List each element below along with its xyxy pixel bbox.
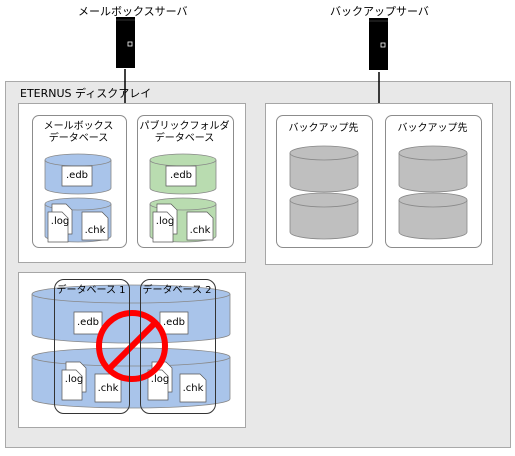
backup-server-icon: [369, 18, 388, 70]
document-icon: [47, 211, 69, 243]
db2-log-label: .log: [150, 374, 170, 385]
db2-edb-label: .edb: [162, 317, 186, 328]
db1-edb-label: .edb: [76, 317, 100, 328]
backup-target-label-1: バックアップ先: [288, 123, 359, 134]
mailbox-edb-label: .edb: [65, 170, 89, 181]
public-log-label: .log: [155, 216, 175, 227]
backup-server-label: バックアップサーバ: [330, 5, 429, 18]
document-icon: [81, 211, 109, 241]
database-1-frame: [54, 279, 130, 414]
public-edb-label: .edb: [169, 170, 193, 181]
public-db-title-line1: パブリックフォルダ: [139, 121, 230, 132]
document-icon: [152, 211, 174, 243]
backup-target-label-2: バックアップ先: [397, 123, 468, 134]
backup-cylinder-1b: [289, 192, 359, 240]
document-icon: [61, 165, 93, 187]
document-icon: [165, 165, 197, 187]
mailbox-log-label: .log: [50, 216, 70, 227]
prohibited-icon: [96, 310, 168, 382]
mailbox-server-icon: [116, 17, 135, 68]
mailbox-db-title-line2: データベース: [48, 133, 109, 144]
db1-log-label: .log: [64, 374, 84, 385]
database-1-label: データベース 1: [56, 285, 126, 296]
public-chk-label: .chk: [189, 225, 211, 236]
database-2-label: データベース 2: [142, 285, 212, 296]
document-icon: [179, 373, 207, 403]
database-2-frame: [140, 279, 216, 414]
document-icon: [61, 369, 83, 401]
document-icon: [147, 369, 169, 401]
public-db-title-line2: データベース: [154, 133, 215, 144]
mailbox-db-title-line1: メールボックス: [43, 121, 114, 132]
mailbox-server-label: メールボックスサーバ: [78, 5, 188, 18]
db2-chk-label: .chk: [182, 383, 204, 394]
backup-cylinder-2b: [398, 192, 468, 240]
db1-chk-label: .chk: [97, 383, 119, 394]
document-icon: [186, 211, 214, 241]
backup-cylinder-1a: [289, 145, 359, 193]
eternus-label: ETERNUS ディスクアレイ: [20, 87, 152, 100]
backup-cylinder-2a: [398, 145, 468, 193]
mailbox-chk-label: .chk: [84, 225, 106, 236]
